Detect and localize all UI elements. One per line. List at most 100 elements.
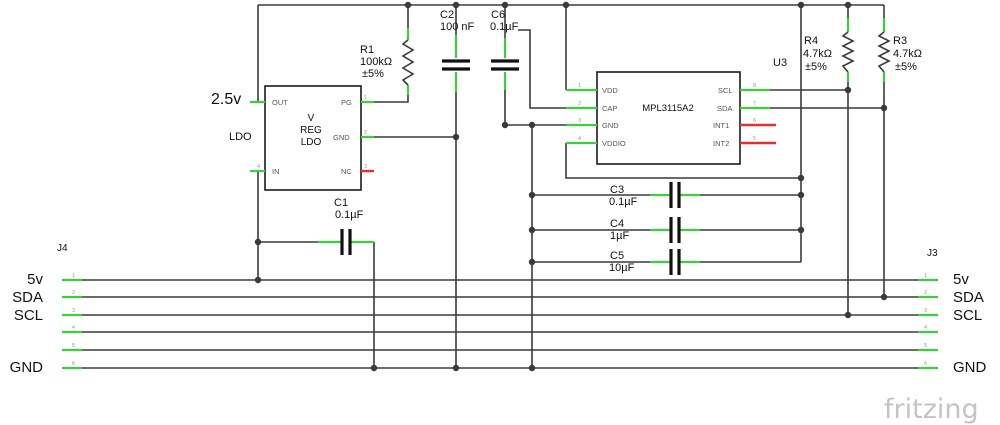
u3-ref: U3 — [773, 57, 787, 69]
junction-dot — [501, 1, 509, 9]
j3-ref: J3 — [927, 248, 938, 259]
capacitor-c4[interactable]: C4 1µF — [610, 217, 700, 243]
ldo-output-voltage: 2.5v — [211, 91, 241, 108]
c5-ref: C5 — [610, 250, 624, 262]
r3-tolerance: ±5% — [895, 61, 917, 73]
capacitor-c2[interactable]: C2 100 nF — [440, 9, 475, 92]
junction-dot — [254, 276, 262, 284]
junction-dot — [844, 1, 852, 9]
ldo-pin-out: OUT — [272, 98, 288, 107]
junction-dot — [404, 1, 412, 9]
u3-pinnum-5: 5 — [753, 136, 756, 142]
junction-dot — [501, 121, 509, 129]
capacitor-c1[interactable]: C1 0.1µF — [318, 197, 374, 255]
c2-value: 100 nF — [440, 21, 475, 33]
junction-dot — [370, 364, 378, 372]
capacitor-c5[interactable]: C5 10µF — [609, 249, 700, 275]
ldo-pin-in: IN — [272, 167, 280, 176]
r1-tolerance: ±5% — [362, 68, 384, 80]
sensor-u3[interactable]: VDD CAP GND VDDIO SCL SDA INT1 INT2 1 2 … — [566, 57, 787, 165]
j4-pinnum-1: 1 — [72, 273, 75, 279]
u3-pinnum-1: 1 — [578, 83, 581, 89]
ldo-pin-gnd: GND — [333, 133, 350, 142]
r3-value: 4.7kΩ — [893, 48, 922, 60]
j4-pin-label-1: 5v — [27, 271, 43, 288]
j4-pinnum-2: 2 — [72, 290, 75, 296]
u3-part-name: MPL3115A2 — [642, 103, 694, 114]
j4-pinnum-3: 3 — [72, 308, 75, 314]
c5-value: 10µF — [609, 262, 635, 274]
j4-pin-label-3: SCL — [14, 307, 43, 324]
u3-pin-scl: SCL — [718, 86, 733, 95]
j3-pinnum-5: 5 — [924, 343, 927, 349]
junction-dot — [880, 104, 888, 112]
resistor-r4[interactable]: R4 4.7kΩ ±5% — [803, 18, 855, 82]
r1-value: 100kΩ — [360, 56, 392, 68]
u3-pinnum-7: 7 — [753, 101, 756, 107]
ldo-regulator[interactable]: OUT IN PG GND NC 1 2 3 4 V REG LDO LDO 2… — [211, 85, 374, 191]
junction-dot — [528, 258, 536, 266]
j4-pin-label-2: SDA — [12, 289, 43, 306]
j3-pin-label-1: 5v — [953, 271, 969, 288]
ldo-body-line-2: REG — [300, 125, 322, 136]
u3-pin-int2: INT2 — [713, 139, 729, 148]
junction-dot — [528, 364, 536, 372]
ldo-body — [264, 85, 362, 191]
junction-dot — [844, 311, 852, 319]
r4-ref: R4 — [804, 35, 818, 47]
j3-pin-label-3: SCL — [953, 307, 982, 324]
resistor-r1[interactable]: R1 100kΩ ±5% — [360, 28, 415, 95]
c4-value: 1µF — [610, 230, 629, 242]
capacitor-c3[interactable]: C3 0.1µF — [609, 182, 700, 208]
c2-ref: C2 — [440, 9, 454, 21]
fritzing-watermark: fritzing — [884, 394, 979, 425]
junction-dot — [452, 364, 460, 372]
u3-pinnum-8: 8 — [753, 83, 756, 89]
r1-ref: R1 — [360, 44, 374, 56]
r4-value: 4.7kΩ — [803, 48, 832, 60]
c1-value: 0.1µF — [335, 209, 364, 221]
ldo-label: LDO — [229, 131, 252, 143]
junction-dot — [528, 121, 536, 129]
capacitor-c6[interactable]: C6 0.1µF — [490, 9, 519, 90]
j3-pin-label-6: GND — [953, 359, 987, 376]
j4-pinnum-5: 5 — [72, 343, 75, 349]
j3-pinnum-4: 4 — [924, 325, 927, 331]
u3-pin-int1: INT1 — [713, 121, 729, 130]
j4-ref: J4 — [57, 243, 68, 254]
ldo-pinnum-3: 3 — [364, 164, 367, 170]
junction-dot — [562, 1, 570, 9]
ldo-pinnum-4: 4 — [257, 164, 260, 170]
j3-pinnum-6: 6 — [924, 361, 927, 367]
ldo-pinnum-2: 2 — [364, 130, 367, 136]
junction-dot — [797, 191, 805, 199]
junction-dot — [452, 133, 460, 141]
junction-dot — [528, 226, 536, 234]
wires — [80, 4, 920, 369]
header-j4[interactable]: J4 5v SDA SCL GND 1 2 3 4 5 6 — [10, 243, 82, 376]
c3-ref: C3 — [610, 184, 624, 196]
u3-pinnum-4: 4 — [578, 136, 581, 142]
j3-pinnum-2: 2 — [924, 290, 927, 296]
j3-pinnum-1: 1 — [924, 273, 927, 279]
header-j3[interactable]: J3 5v SDA SCL GND 1 2 3 4 5 6 — [918, 248, 987, 376]
junction-dot — [880, 293, 888, 301]
j4-pinnum-6: 6 — [72, 361, 75, 367]
u3-pin-vdd: VDD — [602, 86, 618, 95]
resistor-r3[interactable]: R3 4.7kΩ ±5% — [877, 18, 922, 82]
ldo-pin-nc: NC — [341, 167, 352, 176]
junction-dot — [254, 238, 262, 246]
junction-dot — [797, 174, 805, 182]
u3-pinnum-3: 3 — [578, 118, 581, 124]
ldo-pinnum-1: 1 — [364, 95, 367, 101]
u3-pinnum-2: 2 — [578, 101, 581, 107]
r4-tolerance: ±5% — [805, 61, 827, 73]
junction-dot — [844, 86, 852, 94]
c4-ref: C4 — [610, 218, 624, 230]
u3-pin-sda: SDA — [717, 104, 732, 113]
u3-pin-gnd: GND — [602, 121, 619, 130]
j3-pinnum-3: 3 — [924, 308, 927, 314]
junctions — [254, 1, 888, 372]
j3-pin-label-2: SDA — [953, 289, 984, 306]
